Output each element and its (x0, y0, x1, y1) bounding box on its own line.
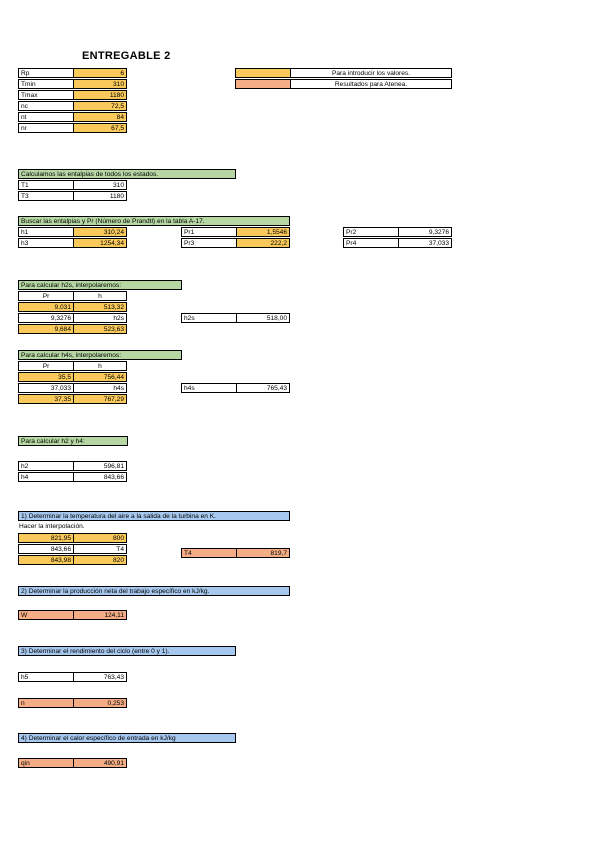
nc-label: nc (18, 101, 74, 111)
h2s-result-value: 518,00 (236, 313, 290, 323)
h4s-result-label: h4s (181, 383, 237, 393)
nc-value[interactable]: 72,5 (73, 101, 127, 111)
h2-label: h2 (18, 461, 74, 471)
tmax-label: Tmax (18, 90, 74, 100)
rp-label: Rp (18, 68, 74, 78)
h4s-col-pr: Pr (18, 361, 74, 371)
h3-value[interactable]: 1254,34 (73, 238, 127, 248)
tmax-value[interactable]: 1180 (73, 90, 127, 100)
temps-heading: Calculamos las entalpias de todos los es… (18, 169, 236, 179)
h4-value: 843,66 (73, 472, 127, 482)
q1-r3-a[interactable]: 843,98 (18, 555, 74, 565)
t1-label: T1 (18, 180, 74, 190)
h5-label: h5 (18, 672, 74, 682)
t4-label: T4 (181, 548, 237, 558)
pr4-label: Pr4 (343, 238, 399, 248)
h2s-r3-h[interactable]: 523,63 (73, 324, 127, 334)
h2s-col-pr: Pr (18, 291, 74, 301)
h2s-col-h: h (73, 291, 127, 301)
h2s-r2-pr: 9,3276 (18, 313, 74, 323)
w-label: W (18, 610, 74, 620)
page-title: ENTREGABLE 2 (82, 50, 171, 62)
h2-value: 596,81 (73, 461, 127, 471)
legend-result-swatch (235, 79, 291, 89)
q1-r2-a: 843,66 (18, 544, 74, 554)
q1-r1-b[interactable]: 800 (73, 533, 127, 543)
qin-value: 490,91 (73, 758, 127, 768)
nr-value[interactable]: 67,5 (73, 123, 127, 133)
h2s-result-label: h2s (181, 313, 237, 323)
n-value: 0,253 (73, 698, 127, 708)
h4-label: h4 (18, 472, 74, 482)
h2s-r1-h[interactable]: 513,32 (73, 302, 127, 312)
nt-value[interactable]: 84 (73, 112, 127, 122)
tmin-label: Tmin (18, 79, 74, 89)
q2-heading: 2) Determinar la producción neta del tra… (18, 586, 290, 596)
h1-value[interactable]: 310,24 (73, 227, 127, 237)
q1-r2-b: T4 (73, 544, 127, 554)
n-label: n (18, 698, 74, 708)
legend-input-swatch (235, 68, 291, 78)
h1-label: h1 (18, 227, 74, 237)
w-value: 124,11 (73, 610, 127, 620)
q1-r3-b[interactable]: 820 (73, 555, 127, 565)
tmin-value[interactable]: 310 (73, 79, 127, 89)
pr2-value: 9,3276 (398, 227, 452, 237)
t3-label: T3 (18, 191, 74, 201)
q4-heading: 4) Determinar el calor específico de ent… (18, 733, 236, 743)
pr1-label: Pr1 (181, 227, 237, 237)
legend-input-text: Para introducir los valores. (290, 68, 452, 78)
rp-value[interactable]: 6 (73, 68, 127, 78)
legend-result-text: Resultados para Atenea. (290, 79, 452, 89)
h2s-r2-h: h2s (73, 313, 127, 323)
pr1-value[interactable]: 1,5546 (236, 227, 290, 237)
h4s-r1-pr[interactable]: 35,5 (18, 372, 74, 382)
q1-heading: 1) Determinar la temperatura del aire a … (18, 511, 290, 521)
t1-value: 310 (73, 180, 127, 190)
h4s-r1-h[interactable]: 756,44 (73, 372, 127, 382)
pr3-value[interactable]: 222,2 (236, 238, 290, 248)
h5-value: 763,43 (73, 672, 127, 682)
h4s-r2-h: h4s (73, 383, 127, 393)
h2s-r1-pr[interactable]: 9,031 (18, 302, 74, 312)
h2s-heading: Para calcular h2s, interpolaremos: (18, 280, 182, 290)
h4s-r2-pr: 37,033 (18, 383, 74, 393)
q1-r1-a[interactable]: 821,95 (18, 533, 74, 543)
enthalpy-heading: Buscar las entalpias y Pr (Número de Pra… (18, 216, 290, 226)
q1-note: Hacer la interpolación. (19, 523, 85, 530)
nt-label: nt (18, 112, 74, 122)
pr3-label: Pr3 (181, 238, 237, 248)
t3-value: 1180 (73, 191, 127, 201)
h4s-r3-h[interactable]: 767,29 (73, 394, 127, 404)
t4-value: 819,7 (236, 548, 290, 558)
h2h4-heading: Para calcular h2 y h4: (18, 436, 128, 446)
h2s-r3-pr[interactable]: 9,684 (18, 324, 74, 334)
q3-heading: 3) Determinar el rendimiento del ciclo (… (18, 646, 236, 656)
h4s-result-value: 765,43 (236, 383, 290, 393)
h4s-col-h: h (73, 361, 127, 371)
h4s-heading: Para calcular h4s, interpolaremos: (18, 350, 182, 360)
h4s-r3-pr[interactable]: 37,35 (18, 394, 74, 404)
pr4-value: 37,033 (398, 238, 452, 248)
pr2-label: Pr2 (343, 227, 399, 237)
qin-label: qin (18, 758, 74, 768)
h3-label: h3 (18, 238, 74, 248)
nr-label: nr (18, 123, 74, 133)
